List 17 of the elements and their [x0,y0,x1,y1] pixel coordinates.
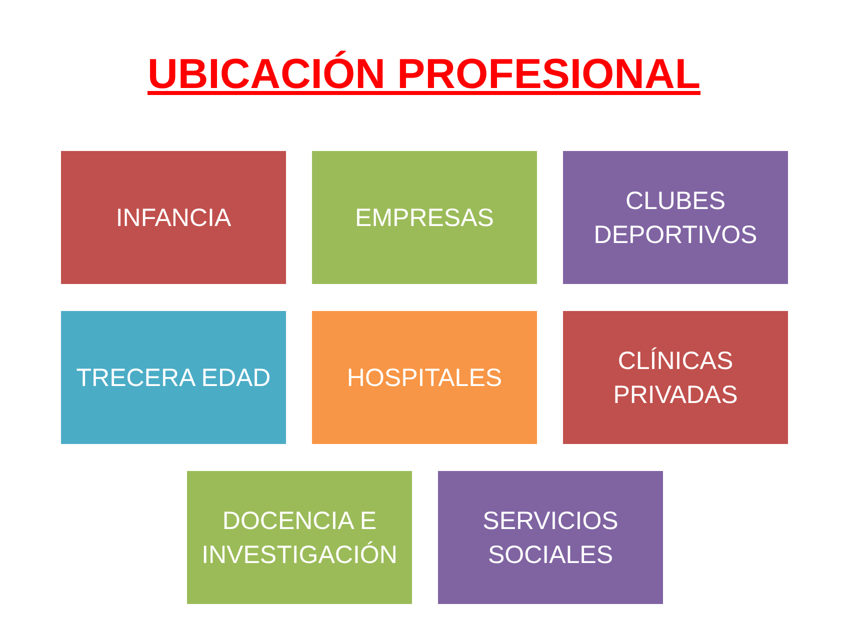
category-label: SERVICIOS SOCIALES [482,506,620,570]
category-box [61,311,286,444]
category-label: HOSPITALES [346,362,502,394]
category-label: DOCENCIA E INVESTIGACIÓN [200,506,398,570]
category-box [312,151,537,284]
category-label: EMPRESAS [355,202,494,234]
category-box [438,471,663,604]
category-box [187,471,412,604]
category-label: INFANCIA [116,202,232,234]
category-box [312,311,537,444]
category-label: CLÍNICAS PRIVADAS [612,346,739,410]
category-box [563,311,788,444]
category-box [563,151,788,284]
category-box [61,151,286,284]
category-label: CLUBES DEPORTIVOS [592,186,758,250]
category-label: TRECERA EDAD [76,362,271,394]
title: UBICACIÓN PROFESIONAL [147,50,700,97]
